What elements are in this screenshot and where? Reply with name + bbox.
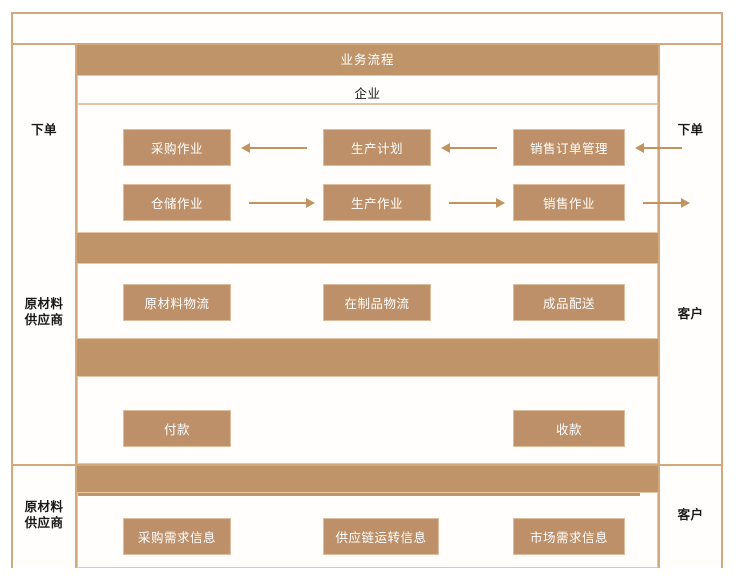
information-lane: 采购需求信息 供应链运转信息 市场需求信息 — [77, 492, 658, 568]
finance-lane: 付款 收款 — [77, 376, 658, 464]
bottom-right-actor-column: 客户 — [658, 466, 721, 568]
left-supplier-label: 原材料 供应商 — [13, 297, 75, 328]
right-customer-label: 客户 — [677, 307, 704, 321]
process-box-production-plan[interactable]: 生产计划 — [323, 129, 431, 166]
bottom-left-supplier-label-line2: 供应商 — [24, 515, 64, 530]
information-box-market-demand[interactable]: 市场需求信息 — [513, 518, 625, 555]
divider-band-information — [77, 466, 658, 492]
arrow-information-upstream — [78, 493, 640, 495]
process-box-sales[interactable]: 销售作业 — [513, 184, 625, 221]
arrow-information-downstream — [78, 494, 640, 496]
process-box-production[interactable]: 生产作业 — [323, 184, 431, 221]
diagram-top-strip — [13, 14, 721, 45]
enterprise-label: 企业 — [354, 87, 381, 101]
left-supplier-label-line2: 供应商 — [24, 312, 64, 327]
arrow-sales-to-customer — [643, 198, 690, 208]
enterprise-lane: 企业 — [77, 75, 658, 104]
left-supplier-label-line1: 原材料 — [24, 297, 64, 311]
process-box-warehousing[interactable]: 仓储作业 — [123, 184, 231, 221]
logistics-lane: 原材料物流 在制品物流 成品配送 — [77, 263, 658, 339]
bottom-left-supplier-label: 原材料 供应商 — [13, 500, 75, 531]
bottom-left-actor-column: 原材料 供应商 — [13, 466, 77, 568]
diagram-main-body: 下单 原材料 供应商 下单 客户 业务流程 企业 采购作业 生产计划 — [13, 45, 721, 464]
arrow-customer-to-order — [635, 143, 682, 153]
divider-band-finance — [77, 339, 658, 376]
logistics-box-wip[interactable]: 在制品物流 — [323, 284, 431, 321]
arrow-warehousing-to-production — [249, 198, 315, 208]
diagram-title-band: 业务流程 — [77, 45, 658, 75]
process-column: 业务流程 企业 采购作业 生产计划 销售订单管理 仓储作业 生产作业 销售作业 — [77, 45, 690, 464]
logistics-box-raw-material[interactable]: 原材料物流 — [123, 284, 231, 321]
logistics-box-finished-goods-delivery[interactable]: 成品配送 — [513, 284, 625, 321]
process-box-procurement[interactable]: 采购作业 — [123, 129, 231, 166]
finance-box-payment[interactable]: 付款 — [123, 410, 231, 447]
bottom-left-supplier-label-line1: 原材料 — [24, 500, 64, 514]
diagram-information-section: 原材料 供应商 客户 采购需求信息 供应链运转信息 市场需求信息 — [13, 464, 721, 568]
divider-band-logistics — [77, 233, 658, 263]
information-box-supply-chain-operation[interactable]: 供应链运转信息 — [323, 518, 439, 555]
right-actor-column: 下单 客户 — [658, 45, 721, 464]
finance-box-receipt[interactable]: 收款 — [513, 410, 625, 447]
right-order-label: 下单 — [677, 123, 704, 137]
arrow-production-to-sales — [449, 198, 505, 208]
arrow-order-to-plan — [441, 143, 497, 153]
information-box-procurement-demand[interactable]: 采购需求信息 — [123, 518, 231, 555]
supply-chain-diagram: 下单 原材料 供应商 下单 客户 业务流程 企业 采购作业 生产计划 — [11, 12, 723, 568]
bottom-right-customer-label: 客户 — [677, 508, 704, 522]
left-order-label: 下单 — [31, 123, 57, 137]
left-actor-column: 下单 原材料 供应商 — [13, 45, 77, 464]
information-column: 采购需求信息 供应链运转信息 市场需求信息 — [77, 466, 658, 568]
business-process-lane: 采购作业 生产计划 销售订单管理 仓储作业 生产作业 销售作业 — [77, 104, 690, 233]
process-box-sales-order-management[interactable]: 销售订单管理 — [513, 129, 625, 166]
arrow-plan-to-procurement — [241, 143, 307, 153]
